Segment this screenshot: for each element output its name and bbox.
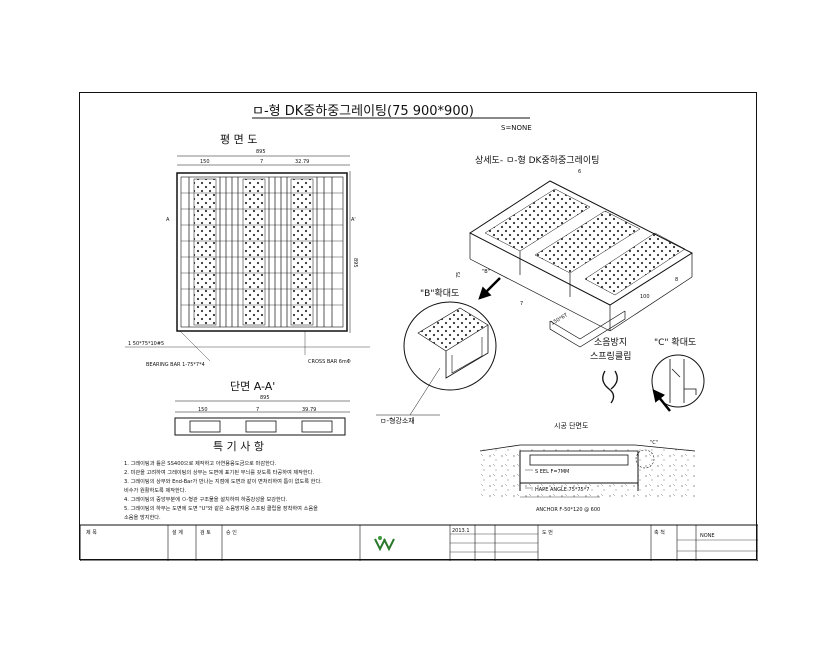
plan-section-mark: A (166, 217, 170, 223)
section-dim-center: 7 (256, 407, 259, 413)
isometric-view: 상세도- ㅁ-형 DK중하중그레이팅 6 75 "B" 7 100 8 150*… (456, 155, 694, 348)
iso-heading: 상세도- ㅁ-형 DK중하중그레이팅 (475, 155, 599, 166)
clip-heading: 소음방지 (594, 337, 627, 348)
detail-c-heading: "C" 확대도 (654, 336, 696, 348)
section-view: 단면 A-A' 895 150 7 39.79 특 기 사 항 (174, 380, 350, 453)
note-line: 비수가 원활하도록 제작한다. (124, 488, 187, 494)
iso-dim-b: "B" (482, 269, 490, 275)
tb-sheet: NONE (700, 533, 715, 539)
plan-label-bearing-bar: BEARING BAR 1-75*7*4 (146, 362, 205, 368)
drawing-scale: S=NONE (501, 124, 532, 132)
note-line: 3. 그레이팅의 상부와 End-Bar가 만나는 지점에 도면과 같이 면처리… (124, 479, 322, 485)
note-line: 4. 그레이팅의 중앙부분에 ㅁ-형관 구조물을 설치하여 하중강성을 보강한다… (124, 497, 288, 503)
install-label-3: ANCHOR F-50*120 @ 600 (536, 507, 600, 513)
section-dim-right: 39.79 (302, 407, 316, 413)
section-dim-total: 895 (260, 395, 270, 401)
plan-view: 평 면 도 895 150 7 32.79 895 (125, 133, 370, 368)
install-heading: 시공 단면도 (554, 421, 589, 430)
note-line: 1. 그레이팅과 틀은 SS400으로 제작하고 아연용융도금으로 마감한다. (124, 461, 277, 467)
install-label-1: S EEL F=7MM (535, 469, 569, 475)
iso-dim-150: 150*6T (550, 312, 570, 327)
company-logo (374, 536, 395, 552)
notes-heading: 특 기 사 항 (213, 440, 264, 453)
note-line: 5. 그레이팅의 하부는 도면에 도면 "U"와 같은 소음방지용 스프링 클립… (124, 506, 318, 512)
tb-date: 2013.1 (452, 528, 470, 534)
plan-heading: 평 면 도 (220, 133, 257, 146)
detail-b-heading: "B"확대도 (420, 287, 459, 299)
tb-col1: 제 목 (86, 529, 97, 536)
plan-dim-left: 150 (200, 159, 210, 165)
install-mark: "C" (650, 440, 658, 446)
drawing-sheet: ㅁ-형 DK중하중그레이팅(75 900*900) S=NONE 평 면 도 8… (79, 92, 758, 561)
note-line: 2. 미관을 고려하여 그레이팅의 상부는 도면에 표기된 무늬를 갖도록 타공… (124, 470, 315, 476)
tb-dwg-no: 도 번 (542, 529, 553, 536)
plan-label-frame: 1 50*75*10#5 (128, 341, 164, 347)
drawing-canvas: ㅁ-형 DK중하중그레이팅(75 900*900) S=NONE 평 면 도 8… (80, 104, 758, 561)
plan-label-cross-bar: CROSS BAR 6mΦ (308, 359, 351, 365)
iso-dim-height: 75 (456, 272, 462, 278)
detail-b-label: ㅁ-형강소재 (380, 416, 415, 425)
iso-dim-8: 8 (675, 277, 678, 283)
tb-col3: 검 토 (200, 529, 211, 536)
install-section: 시공 단면도 "C" S EEL F=7MM HAPE ANGLE 75*75*… (479, 421, 696, 513)
section-heading: 단면 A-A' (230, 380, 275, 393)
tb-col4: 승 인 (226, 529, 237, 536)
iso-dim-7: 7 (520, 301, 523, 307)
plan-dim-total: 895 (256, 149, 266, 155)
iso-dim-100: 100 (640, 294, 650, 300)
detail-b: "B"확대도 ㅁ-형강소재 (376, 287, 497, 425)
clip-heading-2: 스프링클립 (590, 350, 631, 362)
title-block (80, 524, 758, 561)
tb-col2: 설 계 (172, 529, 183, 536)
tb-scale: 축 척 (654, 529, 665, 536)
detail-c: 소음방지 스프링클립 "C" 확대도 (590, 336, 705, 412)
section-dim-left: 150 (198, 407, 208, 413)
plan-dim-right: 32.79 (295, 159, 309, 165)
install-label-2: HAPE ANGLE 75*75*7 (535, 487, 589, 493)
plan-dim-side: 895 (352, 258, 358, 268)
drawing-title: ㅁ-형 DK중하중그레이팅(75 900*900) (252, 104, 474, 119)
note-line: 소음을 방지한다. (124, 515, 161, 521)
plan-dim-center: 7 (260, 159, 263, 165)
plan-section-mark-prime: A' (351, 217, 356, 223)
title-group: ㅁ-형 DK중하중그레이팅(75 900*900) S=NONE (252, 104, 532, 132)
iso-dim-top: 6 (578, 169, 581, 175)
